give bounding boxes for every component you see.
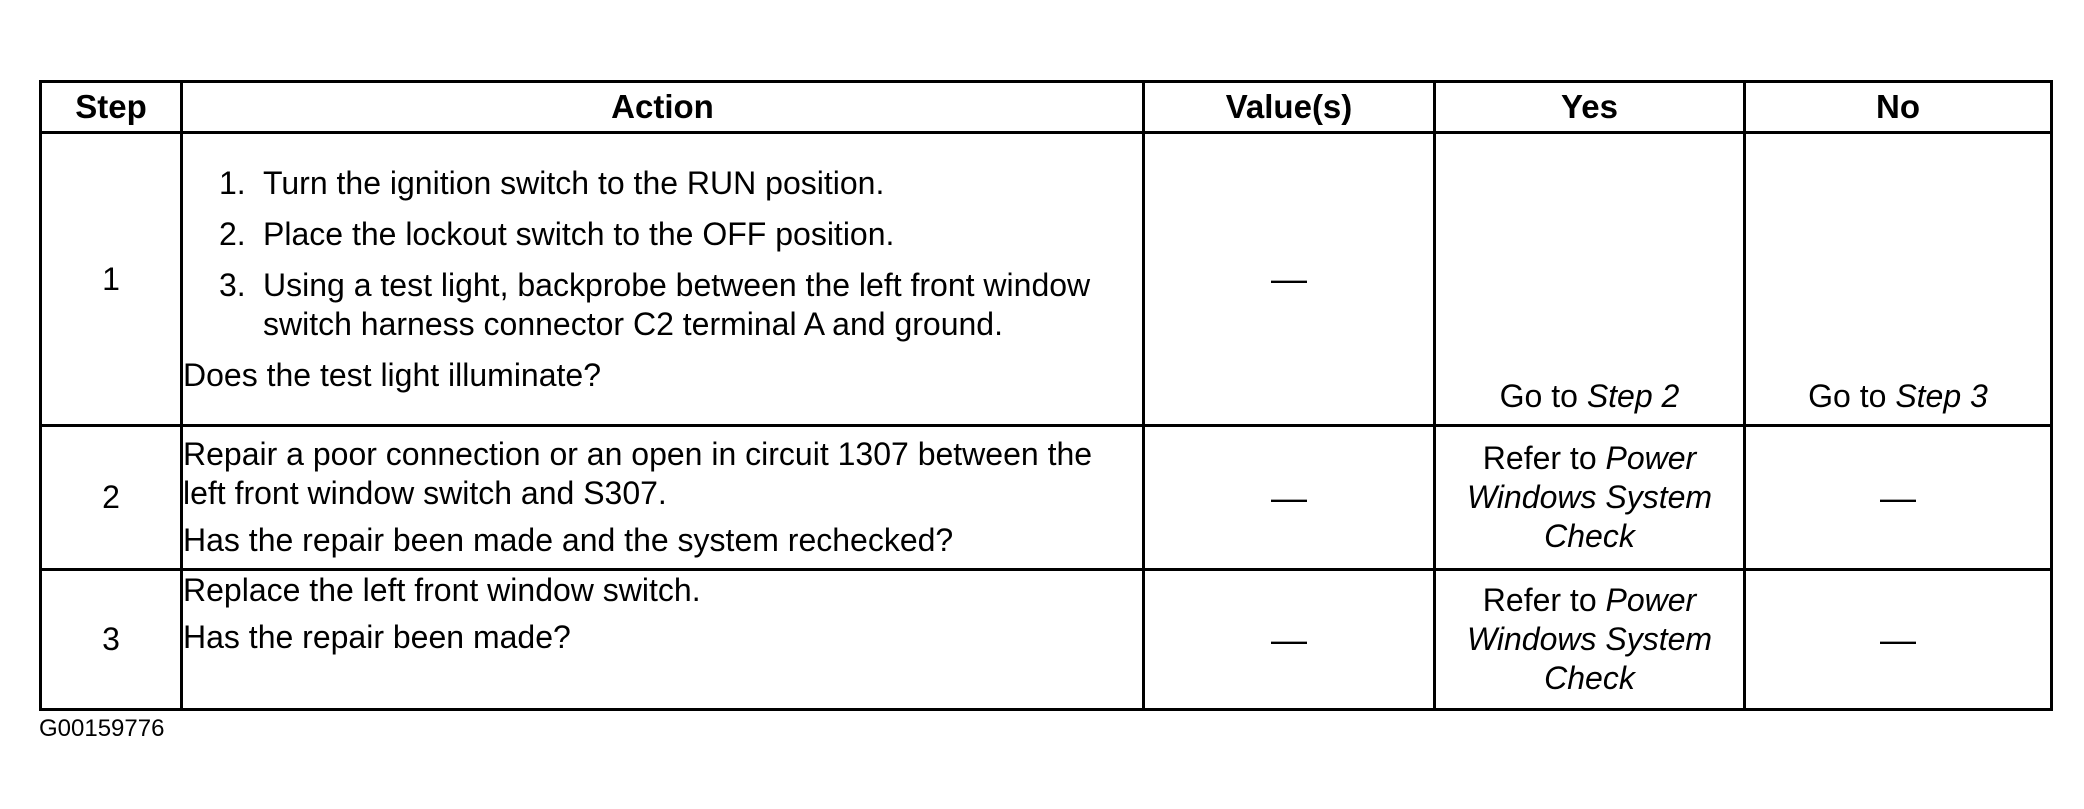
action-text: Replace the left front window switch. <box>183 572 701 608</box>
step-number: 2 <box>39 424 183 571</box>
action-step: 3. Using a test light, backprobe between … <box>183 266 1142 344</box>
action-question: Has the repair been made? <box>183 619 571 655</box>
action-step-text: Using a test light, backprobe between th… <box>263 266 1091 342</box>
header-values: Value(s) <box>1142 80 1436 134</box>
no-cell: Go to Step 3 <box>1743 131 2053 427</box>
yes-prefix: Refer to <box>1482 440 1606 476</box>
action-step-number: 1. <box>219 164 246 201</box>
no-step-link: Step 3 <box>1895 378 1988 414</box>
action-step-number: 3. <box>219 266 246 303</box>
step-number: 1 <box>39 131 183 427</box>
values-cell: — <box>1142 568 1436 711</box>
action-step-list: 1. Turn the ignition switch to the RUN po… <box>183 164 1142 344</box>
diagnostic-table: Step Action Value(s) Yes No 1 1. Turn the… <box>39 80 2053 711</box>
table-row: 2 Repair a poor connection or an open in… <box>39 424 2053 571</box>
header-no: No <box>1743 80 2053 134</box>
no-prefix: Go to <box>1808 378 1896 414</box>
table-row: 3 Replace the left front window switch. … <box>39 568 2053 711</box>
action-cell: 1. Turn the ignition switch to the RUN po… <box>180 131 1145 427</box>
yes-cell: Go to Step 2 <box>1433 131 1746 427</box>
table-row: 1 1. Turn the ignition switch to the RUN … <box>39 131 2053 427</box>
header-yes: Yes <box>1433 80 1746 134</box>
action-question: Has the repair been made and the system … <box>183 522 954 558</box>
figure-id: G00159776 <box>39 715 165 742</box>
header-action: Action <box>180 80 1145 134</box>
action-step: 2. Place the lockout switch to the OFF po… <box>183 215 1142 254</box>
yes-step-link: Step 2 <box>1586 378 1680 414</box>
yes-cell: Refer to Power Windows System Check <box>1433 568 1746 711</box>
action-cell: Repair a poor connection or an open in c… <box>180 424 1145 571</box>
action-step-text: Place the lockout switch to the OFF posi… <box>263 215 895 252</box>
yes-prefix: Refer to <box>1482 582 1606 618</box>
yes-ref-link: Power Windows System Check <box>1466 582 1713 696</box>
yes-ref-link: Power Windows System Check <box>1466 440 1713 554</box>
action-step-text: Turn the ignition switch to the RUN posi… <box>263 164 885 201</box>
no-cell: — <box>1743 424 2053 571</box>
no-cell: — <box>1743 568 2053 711</box>
values-cell: — <box>1142 424 1436 571</box>
action-question: Does the test light illuminate? <box>183 356 601 393</box>
action-step: 1. Turn the ignition switch to the RUN po… <box>183 164 1142 203</box>
header-step: Step <box>39 80 183 134</box>
header-row: Step Action Value(s) Yes No <box>39 80 2053 134</box>
step-number: 3 <box>39 568 183 711</box>
yes-prefix: Go to <box>1499 378 1587 414</box>
action-step-number: 2. <box>219 215 246 252</box>
yes-cell: Refer to Power Windows System Check <box>1433 424 1746 571</box>
action-cell: Replace the left front window switch. Ha… <box>180 568 1145 711</box>
action-text: Repair a poor connection or an open in c… <box>183 436 1093 511</box>
values-cell: — <box>1142 131 1436 427</box>
